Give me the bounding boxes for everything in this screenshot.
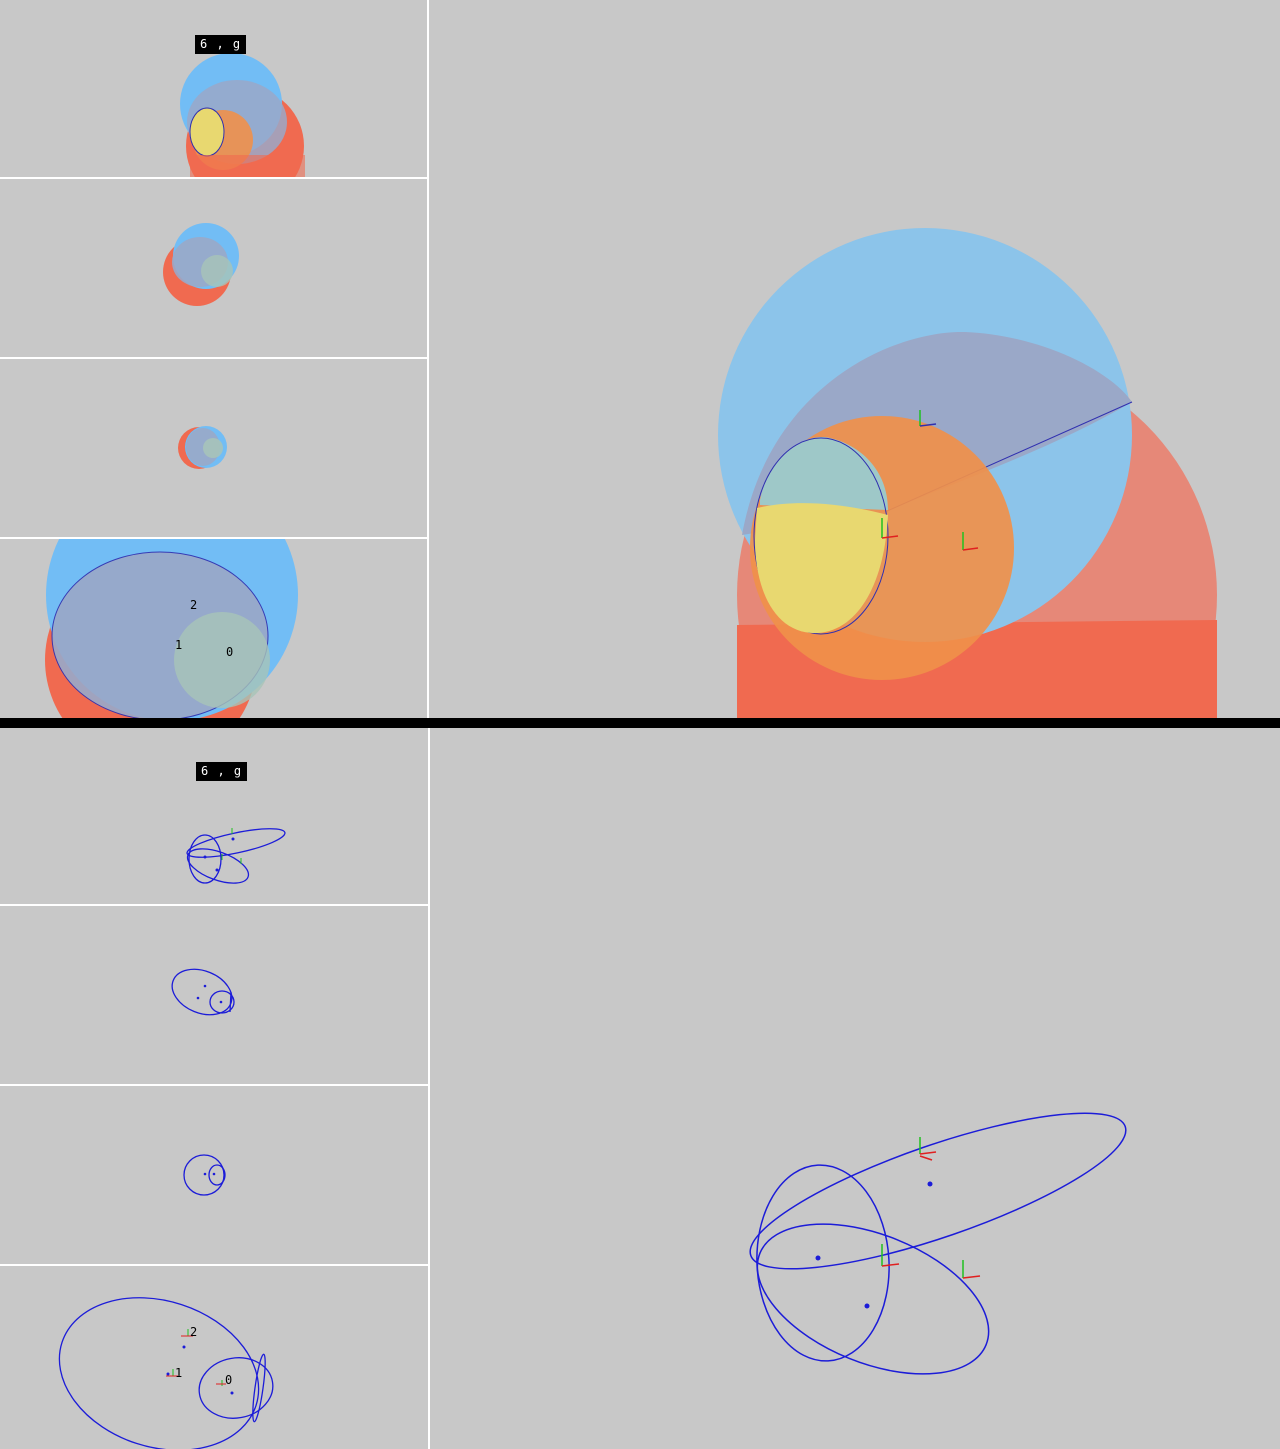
axis-gizmo — [881, 410, 979, 551]
shaded-viewport-2[interactable] — [163, 223, 239, 306]
axis-gizmos — [166, 1329, 226, 1386]
center-dots — [815, 1181, 933, 1309]
ellipse-a — [58, 1297, 260, 1449]
axis-gizmos — [221, 828, 242, 864]
axis-gizmos — [881, 1137, 981, 1279]
shaded-viewport-1[interactable] — [180, 53, 305, 205]
ellipse-b — [208, 1164, 226, 1186]
wireframe-viewport-4[interactable]: 2 1 0 — [39, 1273, 278, 1449]
green-ellipsoid — [201, 255, 233, 287]
ellipse-b — [188, 834, 222, 884]
green-ellipsoid — [203, 438, 223, 458]
yellow-ellipsoid-outline — [753, 437, 889, 635]
ellipse-wide — [756, 1223, 990, 1375]
ellipse-c-edge — [229, 991, 232, 1013]
teal-region — [760, 437, 888, 510]
ellipse-c — [186, 848, 250, 884]
node-label-0: 0 — [225, 1373, 232, 1387]
mode-label: 6 , g — [195, 35, 247, 54]
ellipse-tall — [756, 1164, 890, 1362]
wireframe-viewport-2[interactable] — [165, 961, 238, 1023]
node-label-2: 2 — [190, 598, 197, 612]
viewport-borders — [0, 0, 429, 718]
shaded-view-canvas[interactable]: 2 1 0 — [0, 0, 1280, 718]
ellipse-c — [252, 1353, 266, 1423]
wireframe-view-canvas[interactable]: 2 1 0 — [0, 728, 1280, 1449]
node-label-1: 1 — [175, 1366, 182, 1380]
shaded-viewport-4[interactable]: 2 1 0 — [45, 469, 298, 718]
panel-divider — [0, 718, 1280, 728]
shaded-viewport-3[interactable] — [178, 426, 227, 469]
green-ellipsoid — [174, 612, 270, 708]
center-dots — [166, 1345, 234, 1395]
wireframe-viewport-3[interactable] — [183, 1154, 226, 1196]
ellipse-a — [186, 828, 286, 858]
ellipse-long — [749, 1112, 1127, 1270]
shaded-view-panel[interactable]: 2 1 0 6 , g — [0, 0, 1280, 718]
ellipse-b — [209, 990, 235, 1014]
red-band — [190, 155, 305, 177]
center-dots — [196, 984, 223, 1004]
center-dots — [203, 837, 235, 872]
viewport-borders — [0, 728, 430, 1449]
node-label-0: 0 — [226, 645, 233, 659]
yellow-ellipsoid — [755, 503, 888, 634]
mode-label: 6 , g — [196, 762, 248, 781]
wireframe-viewport-1[interactable] — [183, 823, 287, 890]
node-label-1: 1 — [175, 638, 182, 652]
wireframe-view-panel[interactable]: 2 1 0 6 , g — [0, 728, 1280, 1449]
ellipse-a — [183, 1154, 225, 1196]
wireframe-main-viewport[interactable] — [736, 1083, 1140, 1404]
shaded-main-viewport[interactable] — [718, 228, 1217, 718]
node-label-2: 2 — [190, 1325, 197, 1339]
ellipse-b — [198, 1357, 274, 1419]
yellow-ellipsoid — [189, 107, 225, 157]
center-dots — [203, 1172, 216, 1176]
